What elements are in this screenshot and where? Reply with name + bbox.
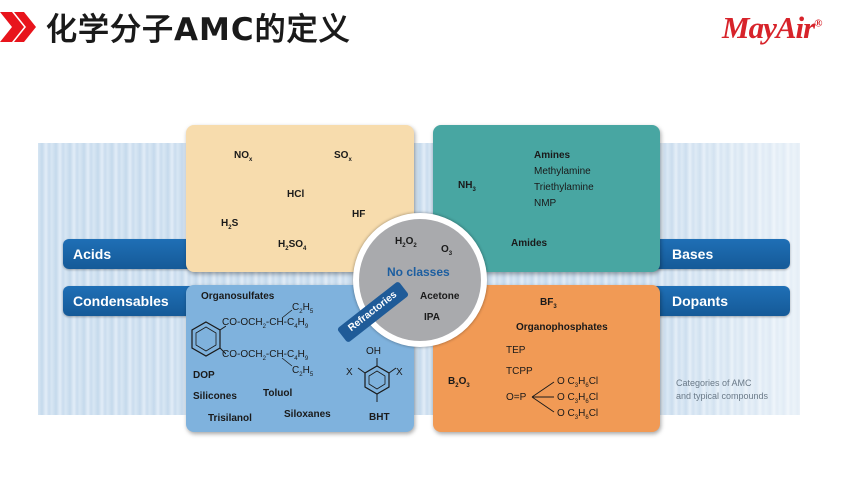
bht-x-right: X [396,367,403,378]
sox-label: SOx [334,150,352,163]
ester-1-label: CO-OCH2-CH-C4H9 [222,317,309,330]
dop-label: DOP [193,370,215,381]
tep-label: TEP [506,345,526,356]
b2o3-label: B2O3 [448,376,470,389]
silicones-label: Silicones [193,391,237,402]
nmp-label: NMP [534,198,557,209]
bases-bar: Bases [650,239,790,269]
mayair-logo: MayAir® [722,10,822,45]
h2o2-label: H2O2 [395,236,417,249]
ipa-label: IPA [424,312,440,323]
tcpp-label: TCPP [506,366,533,377]
caption-line-1: Categories of AMC [676,378,752,388]
trisilanol-label: Trisilanol [208,413,252,424]
phosphate-bond-lines [531,381,555,413]
bf3-label: BF3 [540,297,557,310]
dop-structure-icon [191,321,226,357]
oh-label: OH [366,346,381,357]
nh3-label: NH3 [458,180,476,193]
organophosphates-label: Organophosphates [516,322,608,333]
bht-x-left: X [346,367,353,378]
amides-label: Amides [511,238,548,249]
methylamine-label: Methylamine [534,166,591,177]
ester-2-label: CO-OCH2-CH-C4H9 [222,349,309,362]
hcl-label: HCl [287,189,305,200]
chain-2-label: O C3H6Cl [557,392,599,405]
h2so4-label: H2SO4 [278,239,307,252]
triethylamine-label: Triethylamine [534,182,594,193]
ester-1-branch: C2H5 [292,302,314,315]
siloxanes-label: Siloxanes [284,409,331,420]
bht-structure-icon [357,358,397,402]
ester-2-branch: C2H5 [292,365,314,378]
toluol-label: Toluol [263,388,293,399]
page-title: 化学分子AMC的定义 [46,12,351,48]
chain-3-label: O C3H6Cl [557,408,599,421]
ester-branch-lines [281,309,293,367]
chain-1-label: O C3H6Cl [557,376,599,389]
caption-line-2: and typical compounds [676,391,769,401]
nox-label: NOx [234,150,253,163]
o3-label: O3 [441,244,453,257]
acetone-label: Acetone [420,291,460,302]
dopants-bar: Dopants [650,286,790,316]
amines-label: Amines [534,150,571,161]
organosulfates-label: Organosulfates [201,291,275,302]
no-classes-label: No classes [387,265,450,279]
title-arrow-icon [0,12,36,42]
hf-label: HF [352,209,366,220]
bht-label: BHT [369,412,390,423]
no-classes-circle [353,213,487,347]
h2s-label: H2S [221,218,239,231]
op-label: O=P [506,392,527,403]
